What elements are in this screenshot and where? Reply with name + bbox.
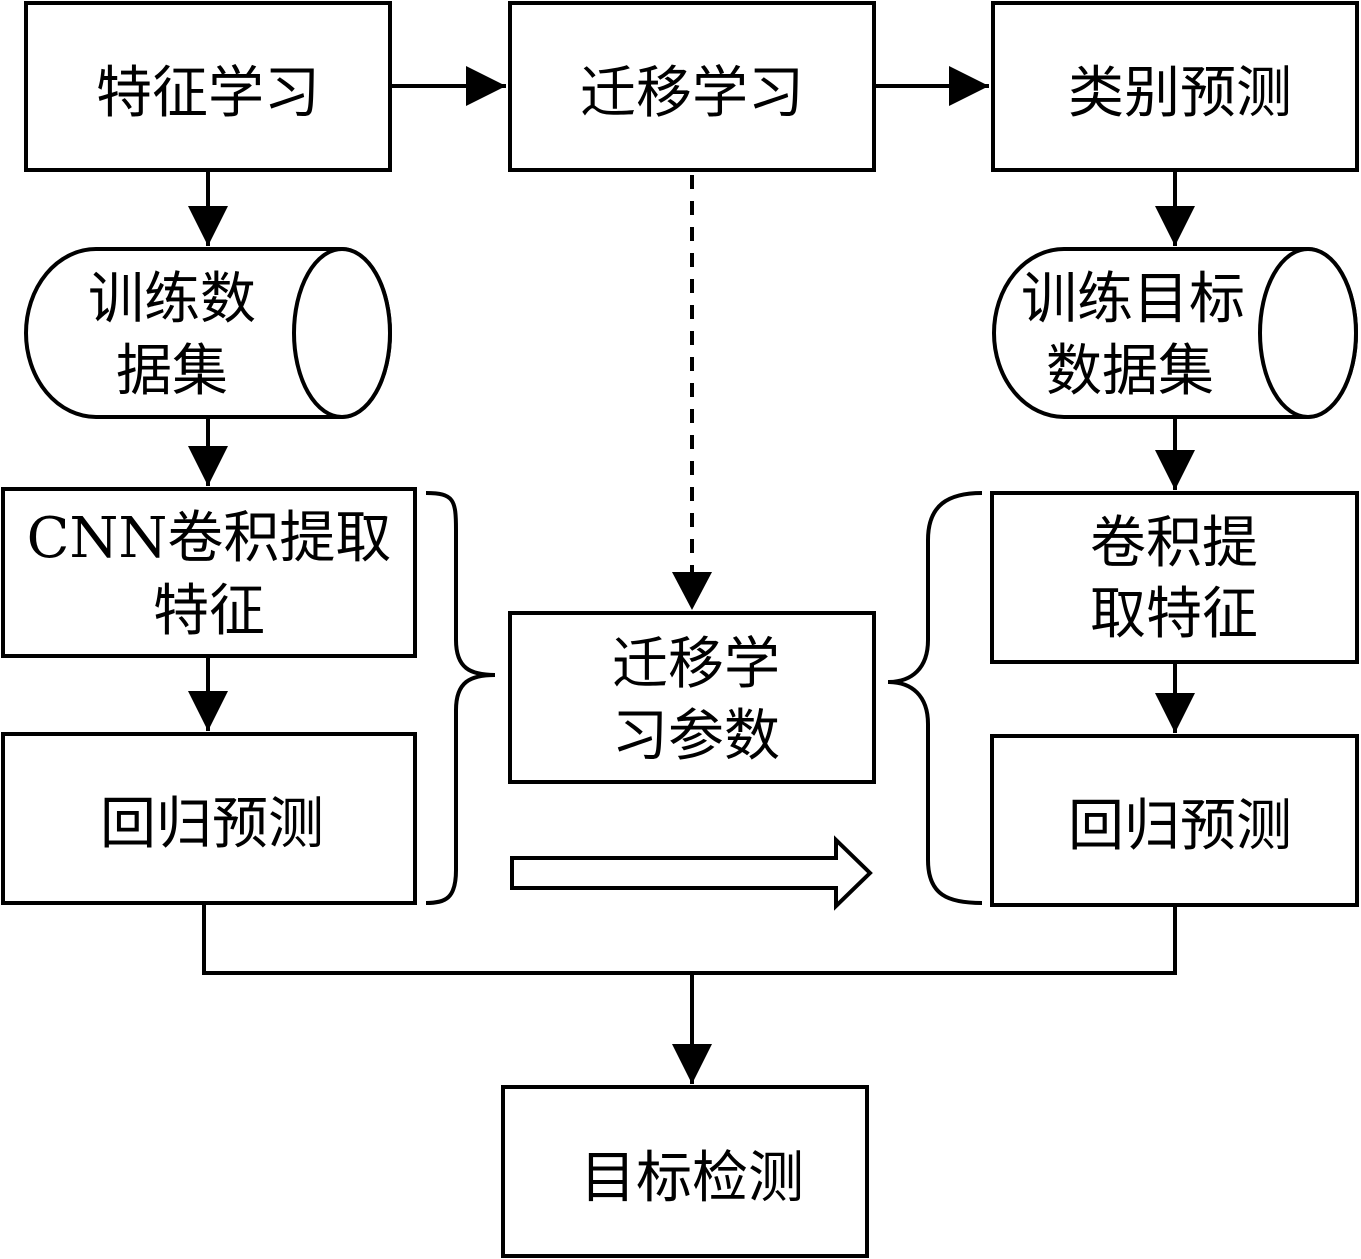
transfer-learning-box: 迁移学习: [508, 1, 876, 172]
transfer-params-label-line1: 迁移学: [612, 632, 780, 697]
conv-feature-extraction-label-line1: 卷积提: [1090, 511, 1258, 576]
training-dataset-label-line1: 训练数: [88, 267, 256, 332]
conv-feature-extraction-box: 卷积提 取特征: [990, 491, 1359, 664]
target-training-dataset-cylinder: 训练目标 数据集: [992, 247, 1358, 419]
transfer-params-label-line2: 习参数: [612, 704, 780, 769]
conv-feature-extraction-label-line2: 取特征: [1090, 582, 1258, 647]
target-training-dataset-label-line1: 训练目标: [1021, 267, 1245, 332]
target-training-dataset-label-line2: 数据集: [1046, 339, 1214, 404]
cnn-feature-extraction-label-line2: 特征: [153, 579, 265, 644]
regression-left-box: 回归预测: [1, 732, 417, 905]
class-prediction-box: 类别预测: [991, 1, 1359, 172]
transfer-learning-label: 迁移学习: [580, 61, 804, 126]
training-dataset-cylinder: 训练数 据集: [24, 247, 392, 419]
cnn-feature-extraction-label-line1: CNN卷积提取: [27, 506, 392, 571]
training-dataset-label-line2: 据集: [116, 339, 228, 404]
class-prediction-label: 类别预测: [1068, 61, 1292, 126]
object-detection-label: 目标检测: [580, 1146, 804, 1211]
merge-connector: [202, 905, 1177, 975]
feature-learning-box: 特征学习: [24, 1, 392, 172]
dashed-arrow-head: [672, 572, 712, 610]
cnn-feature-extraction-box: CNN卷积提取 特征: [1, 487, 417, 658]
right-brace: [887, 491, 983, 905]
regression-right-box: 回归预测: [990, 734, 1359, 907]
transfer-params-box: 迁移学 习参数: [508, 611, 876, 784]
regression-right-label: 回归预测: [1068, 794, 1292, 859]
feature-learning-label: 特征学习: [96, 61, 320, 126]
hollow-block-arrow: [510, 835, 873, 911]
left-brace: [425, 491, 496, 905]
object-detection-box: 目标检测: [501, 1085, 869, 1258]
regression-left-label: 回归预测: [100, 792, 324, 857]
